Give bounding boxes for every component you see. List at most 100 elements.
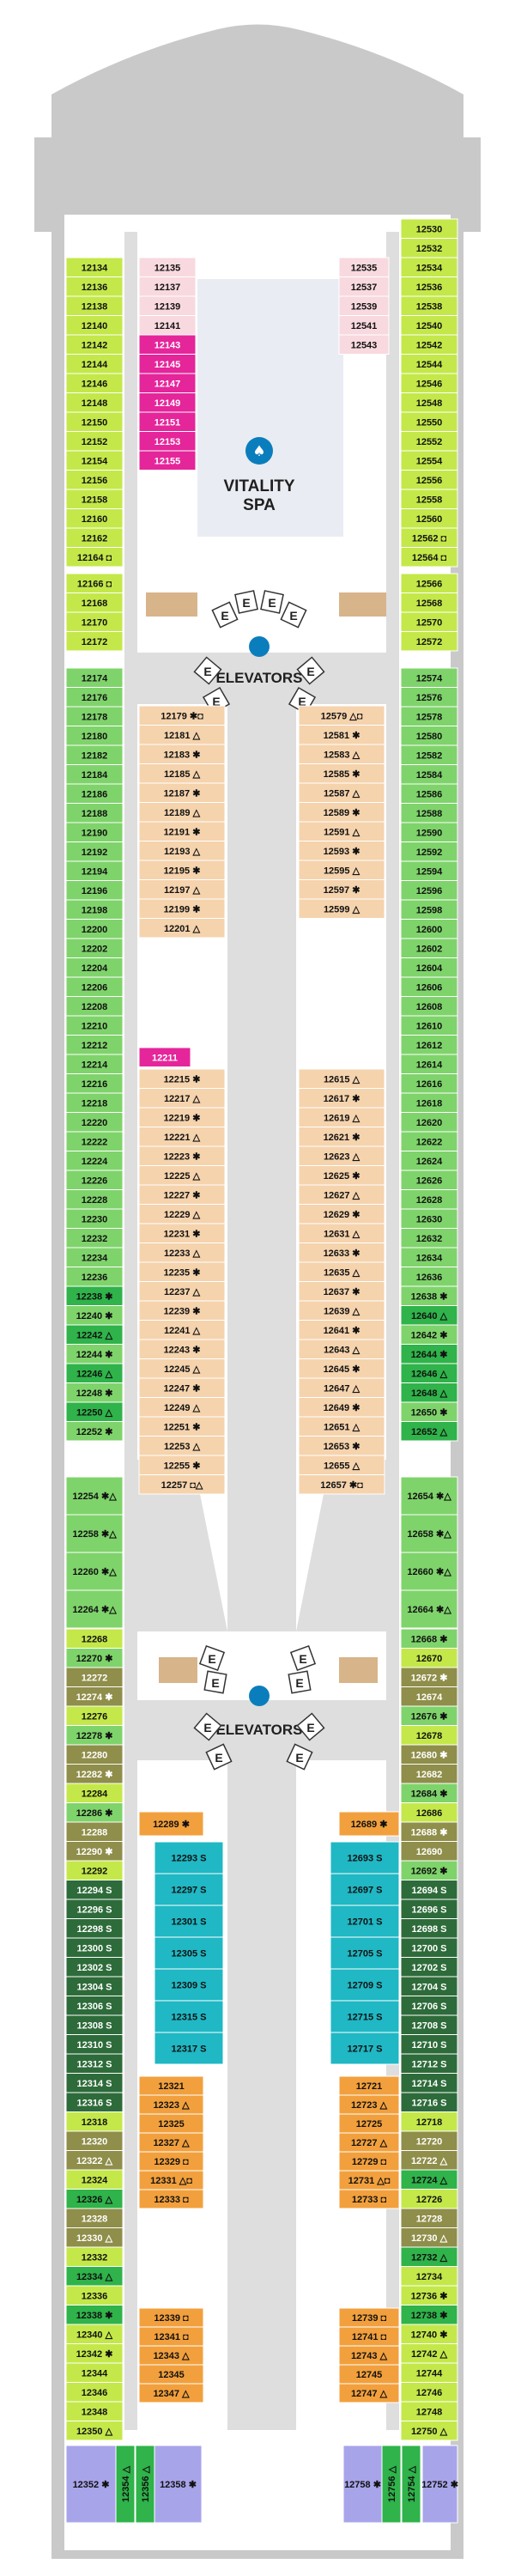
cabin-12752[interactable]: 12752 ✱ (421, 2445, 458, 2524)
cabin-12724[interactable]: 12724 △ (400, 2169, 458, 2190)
cabin-12137[interactable]: 12137 (138, 276, 197, 297)
cabin-12584[interactable]: 12584 (400, 764, 458, 785)
cabin-12706[interactable]: 12706 S (400, 1996, 458, 2016)
cabin-12689[interactable]: 12689 ✱ (338, 1811, 400, 1837)
cabin-12632[interactable]: 12632 (400, 1228, 458, 1249)
cabin-12727[interactable]: 12727 △ (338, 2132, 400, 2153)
cabin-12358[interactable]: 12358 ✱ (154, 2445, 203, 2524)
cabin-12200[interactable]: 12200 (65, 919, 124, 939)
cabin-12343[interactable]: 12343 △ (138, 2345, 204, 2366)
cabin-12620[interactable]: 12620 (400, 1112, 458, 1133)
cabin-12594[interactable]: 12594 (400, 860, 458, 881)
cabin-12723[interactable]: 12723 △ (338, 2094, 400, 2115)
cabin-12320[interactable]: 12320 (65, 2130, 124, 2151)
cabin-12190[interactable]: 12190 (65, 822, 124, 842)
cabin-12543[interactable]: 12543 (338, 334, 390, 355)
cabin-12180[interactable]: 12180 (65, 726, 124, 746)
cabin-12616[interactable]: 12616 (400, 1073, 458, 1094)
cabin-12625[interactable]: 12625 ✱ (298, 1165, 385, 1186)
cabin-12642[interactable]: 12642 ✱ (400, 1324, 458, 1345)
cabin-12333[interactable]: 12333 ◘ (138, 2189, 204, 2209)
cabin-12189[interactable]: 12189 △ (138, 802, 226, 823)
cabin-12325[interactable]: 12325 (138, 2113, 204, 2134)
cabin-12154[interactable]: 12154 (65, 450, 124, 471)
cabin-12534[interactable]: 12534 (400, 257, 458, 277)
cabin-12181[interactable]: 12181 △ (138, 725, 226, 745)
cabin-12350[interactable]: 12350 △ (65, 2421, 124, 2441)
cabin-12599[interactable]: 12599 △ (298, 898, 385, 919)
cabin-12186[interactable]: 12186 (65, 783, 124, 804)
cabin-12284[interactable]: 12284 (65, 1783, 124, 1803)
cabin-12585[interactable]: 12585 ✱ (298, 763, 385, 784)
cabin-12732[interactable]: 12732 △ (400, 2246, 458, 2267)
cabin-12532[interactable]: 12532 (400, 238, 458, 258)
cabin-12554[interactable]: 12554 (400, 450, 458, 471)
cabin-12252[interactable]: 12252 ✱ (65, 1421, 124, 1442)
cabin-12653[interactable]: 12653 ✱ (298, 1436, 385, 1456)
cabin-12206[interactable]: 12206 (65, 976, 124, 997)
cabin-12587[interactable]: 12587 △ (298, 782, 385, 803)
cabin-12226[interactable]: 12226 (65, 1170, 124, 1190)
cabin-12347[interactable]: 12347 △ (138, 2383, 204, 2403)
cabin-12274[interactable]: 12274 ✱ (65, 1686, 124, 1707)
cabin-12221[interactable]: 12221 △ (138, 1127, 226, 1147)
cabin-12290[interactable]: 12290 ✱ (65, 1841, 124, 1862)
cabin-12614[interactable]: 12614 (400, 1054, 458, 1074)
cabin-12326[interactable]: 12326 △ (65, 2189, 124, 2209)
cabin-12589[interactable]: 12589 ✱ (298, 802, 385, 823)
cabin-12217[interactable]: 12217 △ (138, 1088, 226, 1109)
cabin-12646[interactable]: 12646 △ (400, 1363, 458, 1383)
cabin-12245[interactable]: 12245 △ (138, 1358, 226, 1379)
cabin-12598[interactable]: 12598 (400, 899, 458, 920)
cabin-12604[interactable]: 12604 (400, 957, 458, 978)
cabin-12725[interactable]: 12725 (338, 2113, 400, 2134)
cabin-12257[interactable]: 12257 ◘△ (138, 1474, 226, 1495)
cabin-12309[interactable]: 12309 S (154, 1968, 224, 2002)
cabin-12268[interactable]: 12268 (65, 1628, 124, 1649)
cabin-12717[interactable]: 12717 S (330, 2032, 400, 2065)
cabin-12149[interactable]: 12149 (138, 392, 197, 413)
cabin-12323[interactable]: 12323 △ (138, 2094, 204, 2115)
cabin-12638[interactable]: 12638 ✱ (400, 1285, 458, 1306)
cabin-12270[interactable]: 12270 ✱ (65, 1648, 124, 1668)
cabin-12643[interactable]: 12643 △ (298, 1339, 385, 1359)
cabin-12700[interactable]: 12700 S (400, 1937, 458, 1958)
cabin-12676[interactable]: 12676 ✱ (400, 1705, 458, 1726)
cabin-12178[interactable]: 12178 (65, 706, 124, 726)
cabin-12246[interactable]: 12246 △ (65, 1363, 124, 1383)
cabin-12211[interactable]: 12211 (138, 1047, 191, 1067)
cabin-12224[interactable]: 12224 (65, 1151, 124, 1171)
cabin-12623[interactable]: 12623 △ (298, 1145, 385, 1166)
cabin-12201[interactable]: 12201 △ (138, 918, 226, 939)
cabin-12280[interactable]: 12280 (65, 1744, 124, 1765)
cabin-12633[interactable]: 12633 ✱ (298, 1242, 385, 1263)
cabin-12591[interactable]: 12591 △ (298, 821, 385, 841)
cabin-12332[interactable]: 12332 (65, 2246, 124, 2267)
cabin-12743[interactable]: 12743 △ (338, 2345, 400, 2366)
cabin-12352[interactable]: 12352 ✱ (65, 2445, 117, 2524)
cabin-12744[interactable]: 12744 (400, 2362, 458, 2383)
cabin-12174[interactable]: 12174 (65, 667, 124, 688)
cabin-12292[interactable]: 12292 (65, 1860, 124, 1880)
cabin-12556[interactable]: 12556 (400, 470, 458, 490)
cabin-12619[interactable]: 12619 △ (298, 1107, 385, 1127)
cabin-12682[interactable]: 12682 (400, 1764, 458, 1784)
cabin-12670[interactable]: 12670 (400, 1648, 458, 1668)
cabin-12253[interactable]: 12253 △ (138, 1436, 226, 1456)
cabin-12315[interactable]: 12315 S (154, 2000, 224, 2033)
cabin-12610[interactable]: 12610 (400, 1015, 458, 1036)
cabin-12692[interactable]: 12692 ✱ (400, 1860, 458, 1880)
cabin-12686[interactable]: 12686 (400, 1802, 458, 1823)
cabin-12592[interactable]: 12592 (400, 841, 458, 862)
cabin-12151[interactable]: 12151 (138, 411, 197, 432)
cabin-12187[interactable]: 12187 ✱ (138, 782, 226, 803)
cabin-12238[interactable]: 12238 ✱ (65, 1285, 124, 1306)
cabin-12738[interactable]: 12738 ✱ (400, 2305, 458, 2325)
cabin-12535[interactable]: 12535 (338, 257, 390, 277)
cabin-12754[interactable]: 12754 △ (401, 2445, 421, 2524)
cabin-12193[interactable]: 12193 △ (138, 841, 226, 861)
cabin-12234[interactable]: 12234 (65, 1247, 124, 1267)
cabin-12624[interactable]: 12624 (400, 1151, 458, 1171)
cabin-12718[interactable]: 12718 (400, 2111, 458, 2132)
cabin-12674[interactable]: 12674 (400, 1686, 458, 1707)
